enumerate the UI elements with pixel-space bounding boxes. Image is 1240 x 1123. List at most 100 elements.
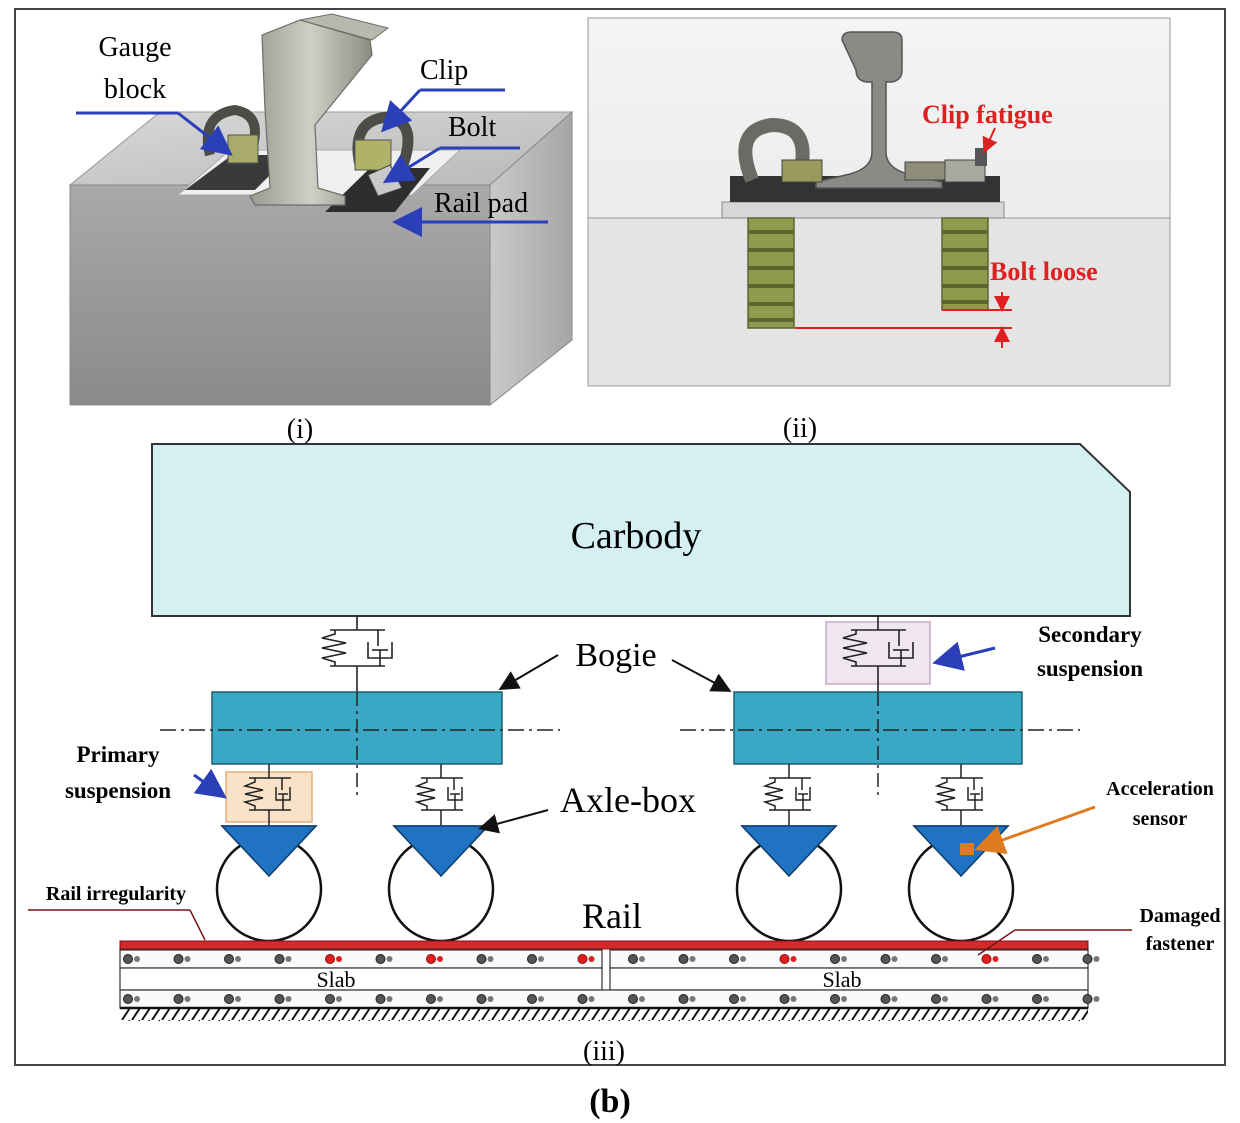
fastener: [678, 994, 696, 1004]
fastener: [476, 994, 494, 1004]
caption-ii: (ii): [783, 413, 817, 444]
label-slab-left: Slab: [316, 967, 355, 992]
caption-iii: (iii): [583, 1036, 625, 1067]
fastener: [123, 954, 140, 964]
rail-3d: [249, 19, 373, 206]
fastener: [527, 954, 544, 964]
label-secondary-1: Secondary: [1038, 622, 1142, 647]
clip-section-left: [738, 117, 823, 183]
label-rail-irregularity: Rail irregularity: [46, 883, 186, 905]
figure-frame: [14, 8, 1226, 1066]
bogie-arrow-right: [671, 659, 732, 692]
fastener: [123, 994, 140, 1004]
carbody: [151, 443, 1131, 617]
clip-fatigue-arrow: [982, 127, 998, 154]
damaged-fastener: [577, 954, 595, 964]
fastener: [678, 954, 696, 964]
fastener: [527, 994, 544, 1004]
fastener: [173, 954, 191, 964]
primary-suspension-1: [242, 764, 291, 826]
label-damaged-1: Damaged: [1139, 905, 1220, 927]
label-slab-right: Slab: [822, 967, 861, 992]
slab-left: [119, 967, 603, 991]
label-primary-2: suspension: [65, 778, 171, 803]
fastener: [426, 994, 443, 1004]
axle-box-arrow: [478, 809, 549, 834]
panel-iii-vehicle-track-model: Carbody: [28, 443, 1221, 1067]
sleeper-front: [69, 184, 491, 406]
fastener: [729, 994, 746, 1004]
clip-section-right: [904, 148, 987, 183]
fastener: [375, 954, 393, 964]
figure-label: (b): [589, 1083, 631, 1120]
primary-suspension-2: [416, 763, 464, 827]
damaged-fastener: [325, 954, 342, 964]
secondary-suspension-arrow: [932, 641, 996, 671]
label-bogie: Bogie: [575, 637, 656, 674]
label-damaged-2: fastener: [1146, 933, 1215, 955]
fasteners-row-top: [123, 954, 1100, 964]
ground-hatch: [120, 1009, 1088, 1021]
fastener: [325, 994, 342, 1004]
panel-ii-fastener-section: Clip fatigue Bolt loose (ii): [587, 17, 1171, 444]
primary-suspension-4: [936, 763, 984, 827]
fastener: [1032, 954, 1049, 964]
rail-profile: [815, 31, 943, 189]
fastener: [880, 994, 898, 1004]
bolt-arrow: [382, 146, 441, 184]
label-clip: Clip: [420, 55, 468, 86]
secondary-suspension-left: [321, 616, 393, 692]
label-rail: Rail: [582, 896, 642, 936]
fastener: [981, 994, 999, 1004]
fastener: [628, 954, 645, 964]
fastener: [476, 954, 494, 964]
bolt-left: [747, 217, 795, 329]
damaged-fastener: [779, 954, 797, 964]
damaged-fastener: [981, 954, 999, 964]
panel-i-fastener-3d: Gauge block Clip Bolt Rail pad (i): [64, 13, 576, 445]
secondary-suspension-right: [842, 616, 914, 692]
fastener: [577, 994, 595, 1004]
label-accel-1: Acceleration: [1106, 778, 1214, 800]
fastener: [931, 954, 948, 964]
fastener: [830, 954, 847, 964]
bolt-right: [941, 217, 989, 311]
fastener: [1032, 994, 1049, 1004]
gauge-block-arrow: [177, 111, 233, 156]
label-carbody: Carbody: [571, 515, 702, 557]
fastener: [880, 954, 898, 964]
fastener: [224, 954, 241, 964]
fastener: [375, 994, 393, 1004]
fastener: [224, 994, 241, 1004]
fastener: [628, 994, 645, 1004]
fastener: [173, 994, 191, 1004]
fastener: [1082, 994, 1100, 1004]
primary-suspension-arrow: [193, 768, 227, 799]
label-gauge-block-1: Gauge: [98, 32, 171, 63]
fastener: [830, 994, 847, 1004]
rail-pad-left: [185, 155, 290, 190]
bogie-arrow-left: [498, 654, 559, 691]
label-rail-pad: Rail pad: [434, 188, 528, 219]
label-gauge-block-2: block: [104, 74, 166, 105]
sleeper-section: [587, 217, 1171, 387]
fastener: [931, 994, 948, 1004]
label-clip-fatigue: Clip fatigue: [922, 100, 1053, 129]
label-secondary-2: suspension: [1037, 656, 1143, 681]
fastener: [729, 954, 746, 964]
fastener: [779, 994, 797, 1004]
fastener: [1082, 954, 1100, 964]
acceleration-sensor-arrow: [974, 805, 1096, 855]
rail-irregularity-leader: [189, 909, 206, 941]
fasteners-row-bottom: [123, 994, 1100, 1004]
caption-i: (i): [287, 414, 313, 445]
label-accel-2: sensor: [1133, 808, 1188, 830]
fastener: [274, 994, 292, 1004]
label-primary-1: Primary: [76, 742, 160, 767]
label-bolt: Bolt: [448, 112, 496, 143]
clip-arrow: [380, 88, 422, 133]
rail-strip: [119, 940, 1089, 950]
label-axle-box: Axle-box: [560, 780, 696, 820]
primary-suspension-3: [764, 763, 812, 827]
